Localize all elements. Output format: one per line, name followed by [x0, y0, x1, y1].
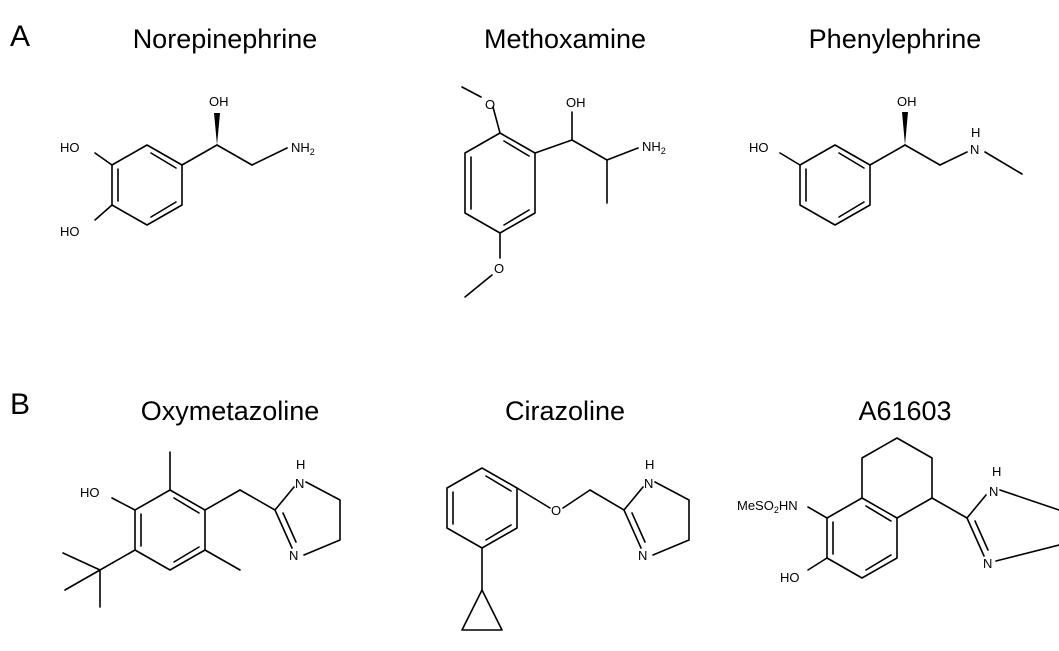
title-oxymetazoline: Oxymetazoline — [140, 396, 320, 426]
bond-ho1 — [94, 152, 113, 166]
bond-double — [173, 497, 200, 514]
ring-imidazoline — [966, 489, 1059, 562]
atom-n: N — [289, 548, 298, 563]
bond-double — [282, 512, 297, 543]
bond-side — [181, 144, 218, 166]
bond-n — [939, 151, 968, 166]
bond-side — [904, 144, 941, 166]
structure-norepinephrine: HO HO OH NH2 — [60, 94, 315, 239]
bond-side — [216, 144, 253, 166]
atom-n: N — [638, 548, 647, 563]
title-methoxamine: Methoxamine — [483, 24, 647, 54]
bond-methyl — [461, 86, 482, 98]
atom-nh2: NH2 — [642, 139, 666, 156]
bond-double — [150, 201, 177, 218]
atom-h: H — [296, 457, 305, 472]
bond-double — [485, 524, 512, 541]
bond-ch2 — [589, 489, 625, 511]
atom-ho: HO — [780, 570, 800, 585]
title-a61603: A61603 — [858, 396, 952, 426]
atom-n: N — [644, 476, 653, 491]
ring-norepinephrine — [111, 144, 183, 226]
wedge-bond — [214, 113, 220, 145]
bond-side — [571, 139, 608, 161]
atom-n: N — [989, 484, 998, 499]
atom-nh2: NH2 — [291, 140, 315, 157]
bond-ch2 — [562, 489, 591, 509]
ring-cyclohexane — [861, 437, 933, 519]
bond-ho — [807, 557, 828, 571]
atom-h: H — [992, 464, 1001, 479]
panel-letter-a: A — [10, 20, 31, 53]
atom-ho: HO — [60, 140, 80, 155]
atom-oh: OH — [209, 94, 229, 109]
ring-aromatic — [826, 497, 898, 579]
atom-h: H — [645, 457, 654, 472]
bond-methyl — [204, 549, 241, 571]
bond-methyl — [464, 274, 493, 298]
atom-n: N — [295, 476, 304, 491]
atom-n: N — [970, 142, 979, 157]
wedge-bond — [902, 112, 908, 145]
bond-o1 — [492, 106, 501, 134]
ring-imidazoline — [274, 481, 341, 556]
bond-ho — [779, 152, 801, 166]
ring-phenylephrine — [799, 144, 871, 226]
bond-double — [974, 520, 989, 551]
atom-ho: HO — [80, 485, 100, 500]
ring-imidazoline — [623, 481, 690, 556]
atom-o: O — [485, 97, 495, 112]
title-phenylephrine: Phenylephrine — [808, 24, 982, 54]
bond-nh2 — [606, 147, 639, 161]
title-cirazoline: Cirazoline — [504, 396, 626, 426]
structure-phenylephrine: HO OH H N — [749, 94, 1023, 226]
bond-nh2 — [251, 147, 288, 166]
atom-h: H — [971, 125, 980, 140]
bond-double — [865, 505, 892, 522]
atom-oh: OH — [566, 95, 586, 110]
bond-tbu — [99, 549, 136, 571]
bond-double — [173, 546, 200, 563]
bond-tbu-methyl — [64, 569, 101, 591]
bond-ho2 — [94, 204, 113, 221]
bond-double — [838, 201, 865, 218]
bond-o — [516, 487, 551, 509]
bond-ho — [111, 497, 136, 511]
bond-nhms — [807, 506, 828, 519]
bond-double — [150, 152, 177, 169]
bond-double — [631, 512, 646, 543]
atom-o: O — [551, 503, 561, 518]
atom-oh: OH — [897, 94, 917, 109]
bond-double — [503, 140, 530, 157]
ring-cyclopropyl — [461, 589, 503, 631]
bond-double — [838, 152, 865, 169]
bond-side — [534, 139, 573, 154]
ring-methoxamine — [464, 132, 536, 234]
atom-mesonh: MeSO2HN — [737, 498, 798, 515]
title-norepinephrine: Norepinephrine — [132, 24, 318, 54]
structure-oxymetazoline: HO H N N — [62, 451, 341, 608]
bond-tbu-methyl — [62, 552, 101, 571]
atom-n: N — [983, 556, 992, 571]
bond-ch2 — [239, 489, 276, 511]
atom-ho: HO — [749, 140, 769, 155]
bond-double — [503, 209, 530, 226]
atom-o: O — [494, 261, 504, 276]
atom-ho: HO — [60, 224, 80, 239]
structure-methoxamine: O O OH NH2 — [461, 86, 666, 298]
ring-cirazoline — [446, 467, 518, 549]
structure-a61603: MeSO2HN HO H N N — [737, 437, 1059, 585]
panel-letter-b: B — [10, 388, 31, 421]
bond-double — [865, 554, 892, 571]
bond-double — [485, 475, 512, 492]
structure-cirazoline: O H N N — [446, 457, 690, 631]
ring-oxymetazoline — [134, 489, 206, 571]
bond-ch2 — [204, 489, 241, 511]
bond-methyl — [984, 151, 1023, 175]
bond-imidazoline — [931, 497, 968, 519]
bond-side — [869, 144, 906, 166]
